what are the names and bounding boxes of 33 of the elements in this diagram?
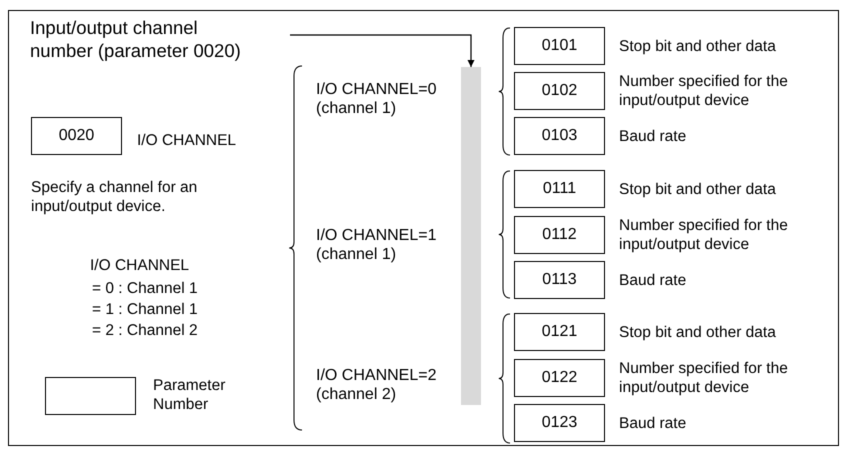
setting-value: = 1 : Channel 1: [92, 300, 199, 319]
channel-label: I/O CHANNEL=2 (channel 2): [316, 366, 438, 404]
parameter-description: Number specified for the input/output device: [619, 216, 789, 254]
setting-value: = 2 : Channel 2: [92, 321, 199, 340]
setting-heading: I/O CHANNEL: [90, 256, 190, 275]
parameter-number-box: 0112: [514, 216, 605, 254]
parameter-description: Baud rate: [619, 414, 688, 434]
setting-value: = 0 : Channel 1: [92, 279, 199, 298]
parameter-number-box: 0111: [514, 170, 605, 208]
parameter-description: Number specified for the input/output device: [619, 359, 789, 397]
parameter-description: Baud rate: [619, 270, 688, 290]
parameter-description: Baud rate: [619, 126, 688, 146]
note-text: Specify a channel for an input/output device.: [31, 178, 198, 216]
parameter-description: I/O CHANNEL: [137, 130, 238, 150]
parameter-description: Parameter Number: [153, 376, 226, 414]
arrow: [290, 34, 474, 67]
parameter-number-box: 0122: [514, 359, 605, 397]
parameter-description: Stop bit and other data: [619, 322, 777, 342]
parameter-number-box: 0123: [514, 404, 605, 442]
channel-label: I/O CHANNEL=0 (channel 1): [316, 80, 438, 118]
parameter-number-box: 0121: [514, 313, 605, 351]
channel-bar: [461, 67, 481, 405]
parameter-description: Number specified for the input/output device: [619, 72, 789, 110]
parameter-number-box: 0020: [31, 117, 122, 155]
parameter-number-box: 0101: [514, 27, 605, 65]
parameter-number-box: 0103: [514, 117, 605, 155]
parameter-description: Stop bit and other data: [619, 36, 777, 56]
parameter-number-box: [45, 377, 136, 415]
channel-label: I/O CHANNEL=1 (channel 1): [316, 226, 438, 264]
parameter-number-box: 0113: [514, 261, 605, 299]
parameter-description: Stop bit and other data: [619, 180, 777, 200]
heading-text: Input/output channel number (parameter 0020): [30, 16, 290, 62]
parameter-number-box: 0102: [514, 72, 605, 110]
